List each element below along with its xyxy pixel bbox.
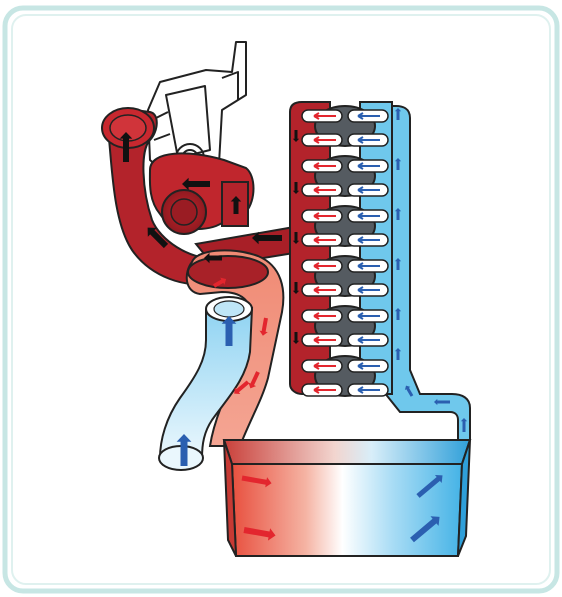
cylinder-1 (302, 106, 388, 146)
cylinder-5 (302, 306, 388, 346)
cylinder-3 (302, 206, 388, 246)
cylinder-4 (302, 256, 388, 296)
cylinder-2 (302, 156, 388, 196)
cylinder-6 (302, 356, 388, 396)
heat-exchanger-box (224, 440, 470, 556)
